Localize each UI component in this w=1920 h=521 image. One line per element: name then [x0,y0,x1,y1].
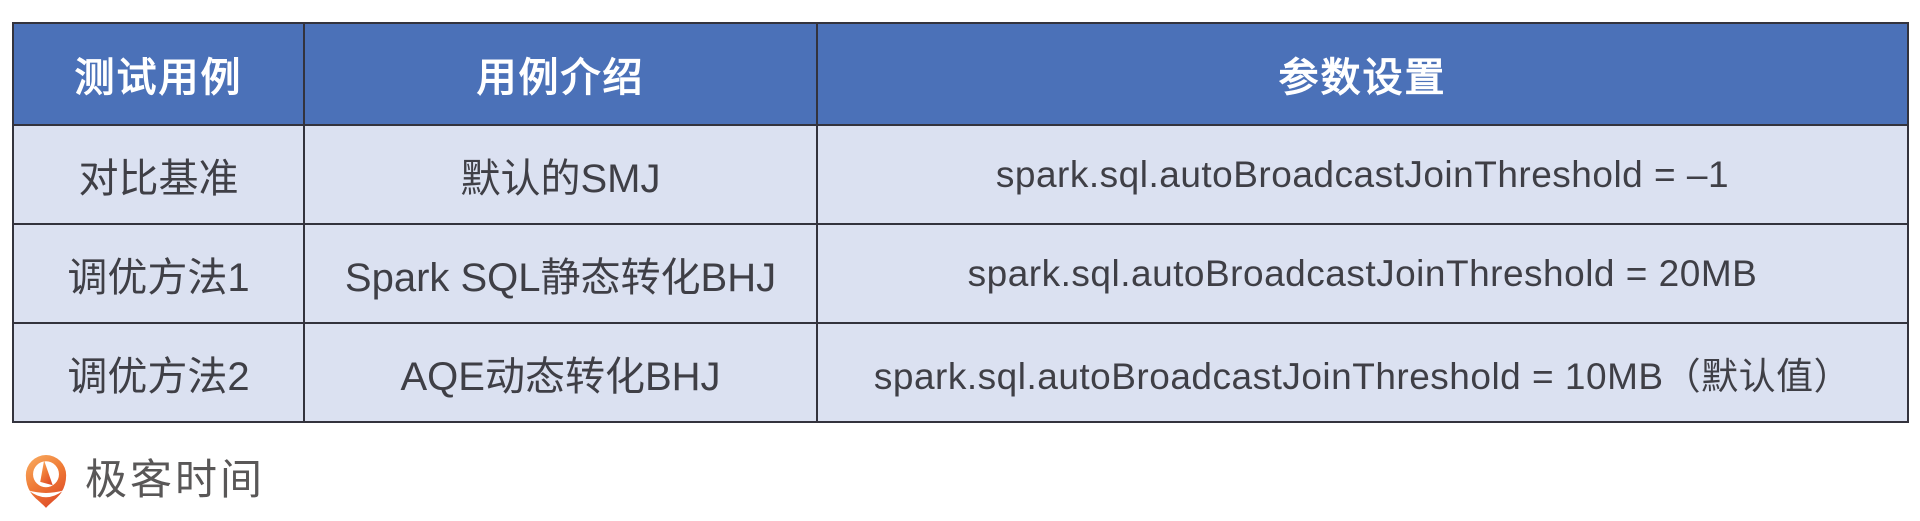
geektime-logo: 极客时间 [22,450,265,510]
tuning-cases-table: 测试用例 用例介绍 参数设置 对比基准 默认的SMJ spark.sql.aut… [12,22,1909,423]
cell-param-setting: spark.sql.autoBroadcastJoinThreshold = 1… [816,322,1909,423]
table-row-tuning-1: 调优方法1 Spark SQL静态转化BHJ spark.sql.autoBro… [12,223,1909,324]
cell-case-desc: AQE动态转化BHJ [303,322,818,423]
column-header-param-setting: 参数设置 [816,22,1909,126]
cell-case-name: 调优方法2 [12,322,305,423]
cell-case-desc: Spark SQL静态转化BHJ [303,223,818,324]
table-row-baseline: 对比基准 默认的SMJ spark.sql.autoBroadcastJoinT… [12,124,1909,225]
table-row-tuning-2: 调优方法2 AQE动态转化BHJ spark.sql.autoBroadcast… [12,322,1909,423]
cell-case-name: 对比基准 [12,124,305,225]
cell-case-name: 调优方法1 [12,223,305,324]
geektime-pin-q-icon [22,450,70,510]
table-header-row: 测试用例 用例介绍 参数设置 [12,22,1909,126]
cell-case-desc: 默认的SMJ [303,124,818,225]
cell-param-setting: spark.sql.autoBroadcastJoinThreshold = 2… [816,223,1909,324]
column-header-test-case: 测试用例 [12,22,305,126]
cell-param-setting: spark.sql.autoBroadcastJoinThreshold = –… [816,124,1909,225]
column-header-case-intro: 用例介绍 [303,22,818,126]
geektime-logo-text: 极客时间 [85,456,266,503]
